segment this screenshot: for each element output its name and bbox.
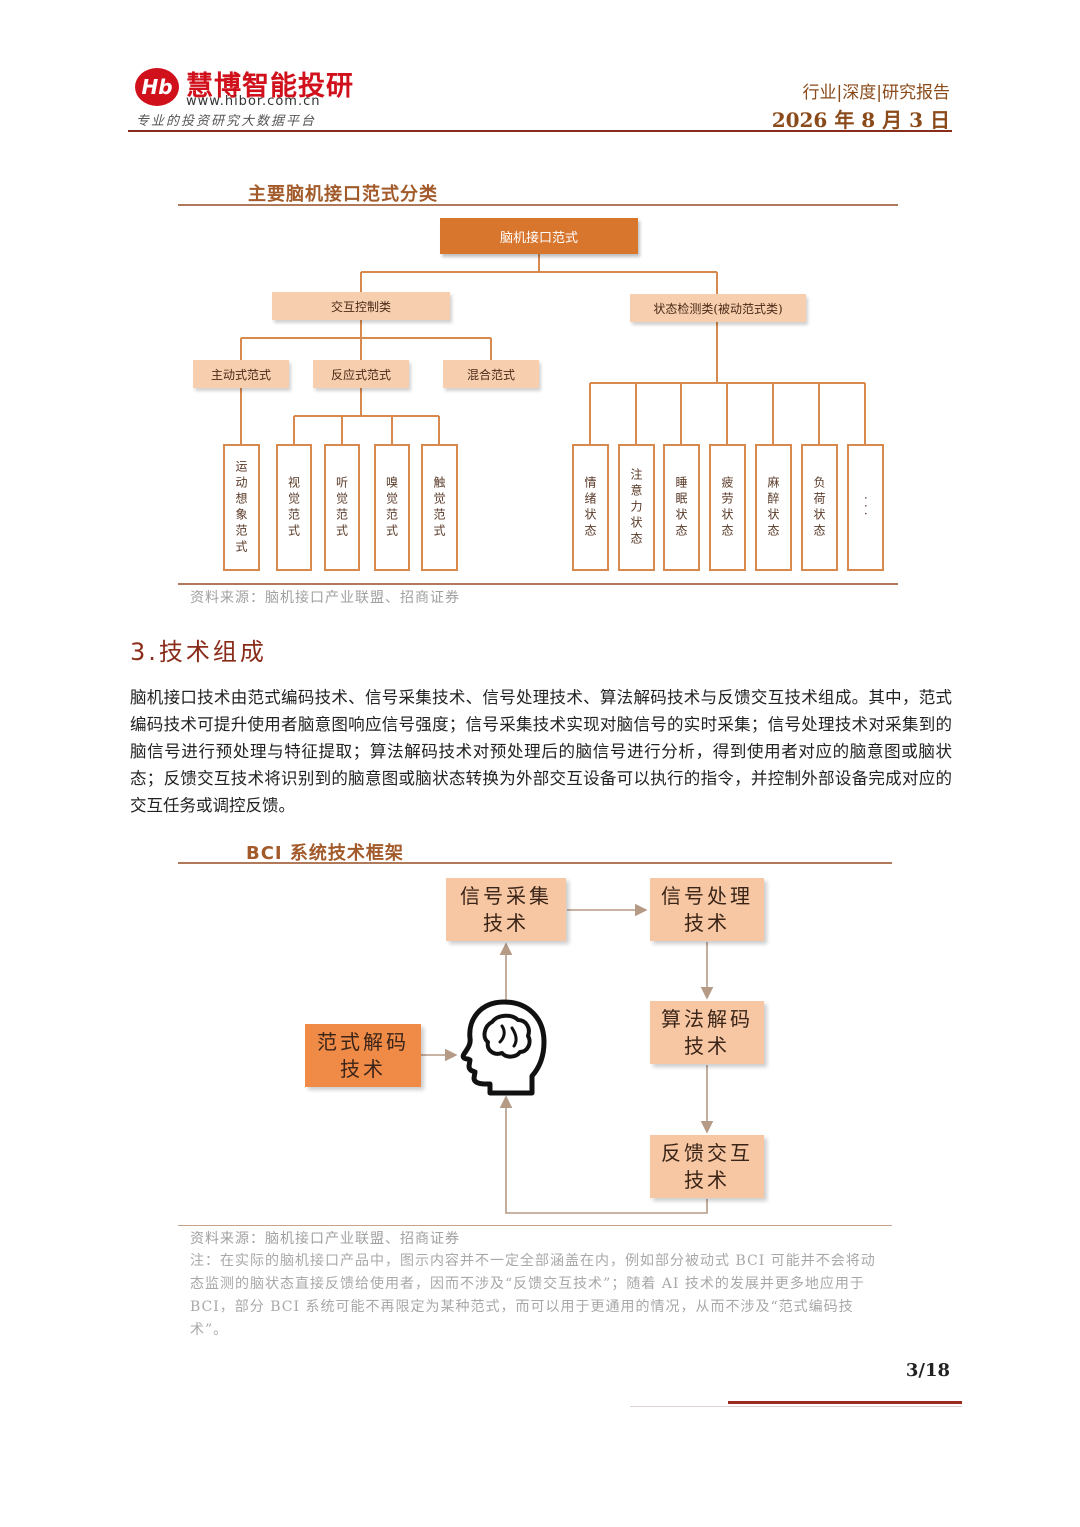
leaf-anesthesia: 麻醉状态 (755, 444, 792, 571)
signal-acquisition-box: 信号采集技术 (446, 878, 566, 941)
figure1-connectors (240, 254, 866, 444)
interactive-control-box: 交互控制类 (272, 292, 450, 320)
footer-divider (728, 1401, 962, 1404)
hybrid-paradigm-box: 混合范式 (443, 360, 539, 388)
feedback-interaction-box: 反馈交互技术 (650, 1135, 764, 1198)
brand-slogan: 专业的投资研究大数据平台 (136, 114, 317, 129)
hibor-logo-icon: Hb (135, 68, 179, 106)
figure1-source: 资料来源：脑机接口产业联盟、招商证券 (190, 590, 460, 606)
leaf-visual: 视觉范式 (276, 444, 312, 571)
leaf-emotion: 情绪状态 (572, 444, 609, 571)
leaf-tactile: 触觉范式 (421, 444, 458, 571)
figure1-top-rule (178, 204, 898, 206)
report-type: 行业|深度|研究报告 (802, 83, 950, 103)
brand-name: 慧博智能投研 (186, 71, 354, 102)
figure2-title: BCI 系统技术框架 (246, 843, 404, 864)
algorithm-decoding-box: 算法解码技术 (650, 1001, 764, 1064)
section-body: 脑机接口技术由范式编码技术、信号采集技术、信号处理技术、算法解码技术与反馈交互技… (130, 688, 952, 815)
reactive-paradigm-box: 反应式范式 (313, 360, 409, 388)
page-number: 3/18 (905, 1360, 950, 1381)
leaf-motor-imagery: 运动想象范式 (223, 444, 260, 571)
leaf-auditory: 听觉范式 (324, 444, 360, 571)
figure2-source: 资料来源：脑机接口产业联盟、招商证券 (190, 1231, 460, 1247)
leaf-sleep: 睡眠状态 (663, 444, 700, 571)
leaf-fatigue: 疲劳状态 (709, 444, 746, 571)
report-date: 2026 年 8 月 3 日 (771, 108, 950, 132)
footer-divider-thin (630, 1406, 962, 1407)
logo-glyph: Hb (141, 75, 172, 99)
leaf-attention: 注意力状态 (618, 444, 655, 571)
leaf-more: ··· (847, 444, 884, 571)
brand-url[interactable]: www.hibor.com.cn (186, 94, 321, 109)
header-divider (128, 130, 952, 132)
root-paradigm-box: 脑机接口范式 (440, 218, 638, 254)
brain-head-icon (460, 999, 547, 1096)
figure1-title: 主要脑机接口范式分类 (248, 184, 438, 205)
signal-processing-box: 信号处理技术 (650, 878, 764, 941)
leaf-workload: 负荷状态 (801, 444, 838, 571)
paradigm-encoding-box: 范式解码技术 (305, 1024, 421, 1087)
leaf-olfactory: 嗅觉范式 (374, 444, 410, 571)
figure1-bottom-rule (178, 583, 898, 585)
figure2-connectors (421, 903, 714, 1214)
figure2-bottom-rule (178, 1225, 892, 1226)
figure2-note: 注：在实际的脑机接口产品中，图示内容并不一定全部涵盖在内，例如部分被动式 BCI… (190, 1253, 876, 1338)
figure2-top-rule (178, 862, 892, 864)
active-paradigm-box: 主动式范式 (193, 360, 289, 388)
section-title: 3.技术组成 (130, 638, 267, 666)
state-detection-box: 状态检测类(被动范式类) (630, 294, 806, 322)
